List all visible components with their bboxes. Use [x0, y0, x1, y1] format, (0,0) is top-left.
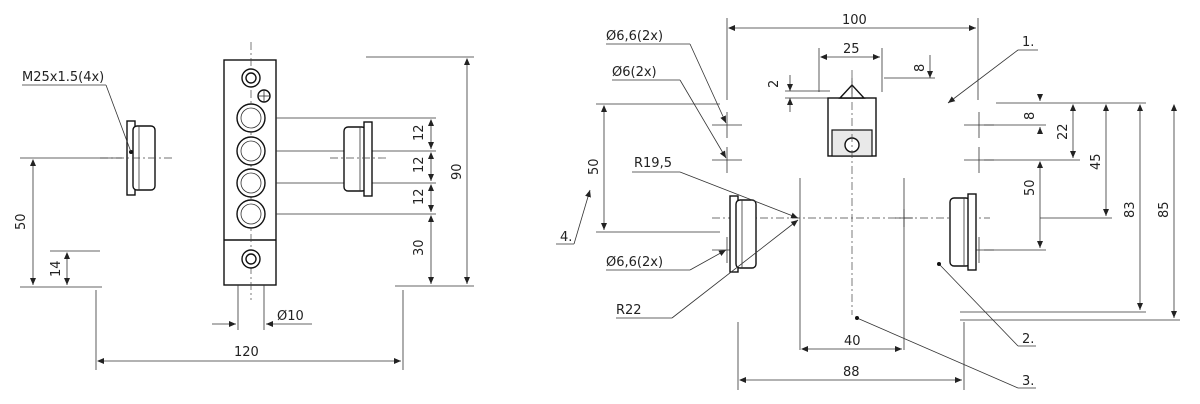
dim-120: 120 [234, 345, 259, 360]
hole-label-top-b: Ø6(2x) [612, 65, 657, 80]
dim-12-a: 12 [412, 124, 427, 141]
svg-text:1.: 1. [1022, 35, 1034, 50]
radius-22: R22 [616, 303, 642, 318]
svg-text:3.: 3. [1022, 374, 1034, 389]
dim-8-right: 8 [1023, 112, 1038, 120]
right-port-fitting [949, 193, 977, 271]
svg-text:2.: 2. [1022, 332, 1034, 347]
left-view: M25x1.5(4x) 50 14 120 [14, 42, 474, 370]
dim-phi10: Ø10 [277, 309, 304, 324]
dim-83: 83 [1123, 201, 1138, 218]
callout-2: 2. [937, 262, 1036, 347]
right-view: 100 25 2 8 [556, 13, 1180, 390]
left-port-fitting [729, 195, 757, 273]
manifold-block [223, 42, 277, 330]
thread-label: M25x1.5(4x) [22, 70, 104, 85]
dim-12-b: 12 [412, 156, 427, 173]
dim-90: 90 [450, 163, 465, 180]
dim-25: 25 [843, 42, 860, 57]
side-fitting-right [330, 121, 388, 197]
dim-50-right: 50 [1023, 179, 1038, 196]
svg-text:4.: 4. [560, 230, 572, 245]
dim-100: 100 [842, 13, 867, 28]
dim-8-top: 8 [913, 64, 928, 72]
dim-40: 40 [844, 334, 861, 349]
dim-88: 88 [843, 365, 860, 380]
callout-1: 1. [947, 35, 1038, 104]
dim-12-c: 12 [412, 188, 427, 205]
dim-2: 2 [767, 80, 782, 88]
dim-85: 85 [1157, 201, 1172, 218]
hole-label-bottom: Ø6,6(2x) [606, 255, 663, 270]
callout-3: 3. [855, 316, 1036, 389]
callout-4: 4. [556, 189, 591, 245]
dim-22: 22 [1056, 123, 1071, 140]
hole-label-top-a: Ø6,6(2x) [606, 29, 663, 44]
dim-30: 30 [412, 239, 427, 256]
side-fitting-left [100, 120, 175, 196]
dim-50-left: 50 [14, 213, 29, 230]
top-valve [827, 70, 877, 315]
dim-50-left-right-view: 50 [587, 158, 602, 175]
dim-14: 14 [49, 260, 64, 277]
dim-45: 45 [1089, 153, 1104, 170]
radius-19-5: R19,5 [634, 156, 672, 171]
